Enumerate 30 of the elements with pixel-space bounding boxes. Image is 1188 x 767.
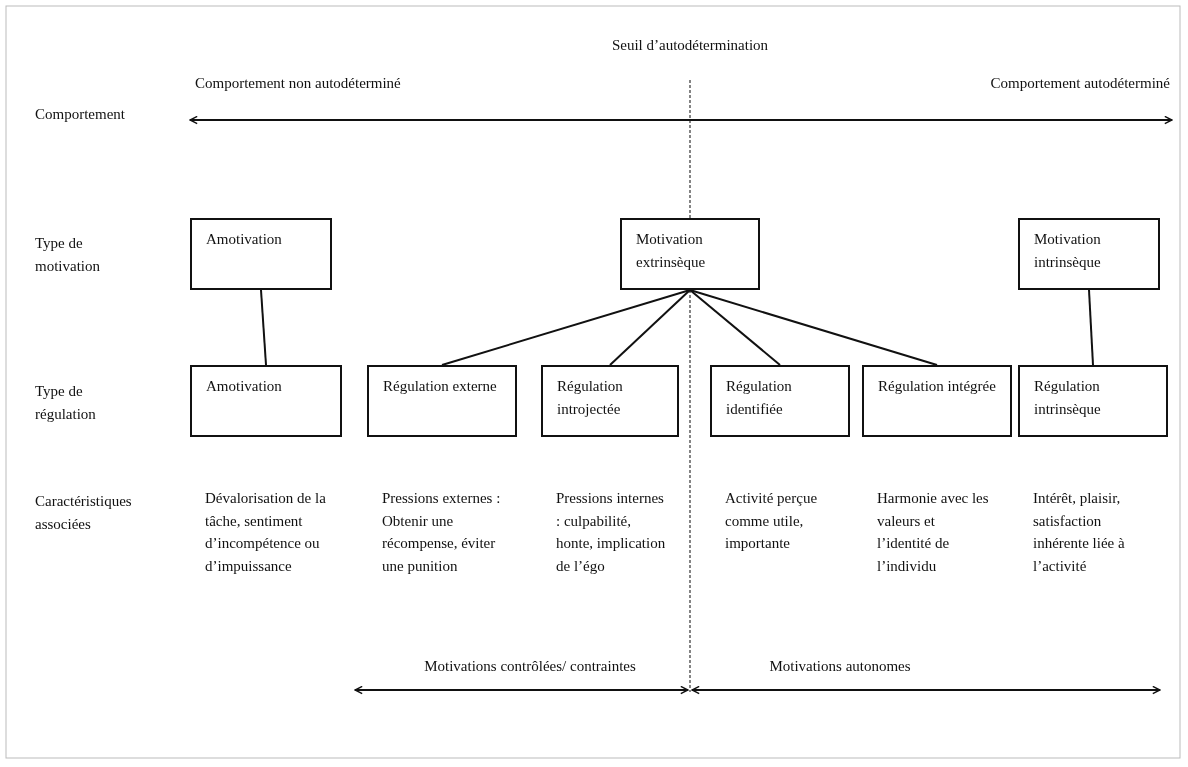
category-box: Motivation intrinsèque (1018, 218, 1160, 290)
category-box: Régulation introjectée (541, 365, 679, 437)
connector-line (689, 289, 781, 366)
category-box: Motivation extrinsèque (620, 218, 760, 290)
threshold-label: Seuil d’autodétermination (610, 36, 770, 55)
category-box: Amotivation (190, 365, 342, 437)
connector-line (689, 289, 938, 366)
row-label: Type de motivation (35, 234, 101, 276)
category-box: Régulation identifiée (710, 365, 850, 437)
category-box: Régulation externe (367, 365, 517, 437)
description-text: Pressions externes : Obtenir une récompense, éviter une punition (382, 489, 502, 576)
category-box: Amotivation (190, 218, 332, 290)
category-box: Régulation intégrée (862, 365, 1012, 437)
connector-line (441, 289, 691, 366)
category-box: Régulation intrinsèque (1018, 365, 1168, 437)
axis-label: Motivations contrôlées/ contraintes (423, 657, 637, 676)
description-text: Intérêt, plaisir, satisfaction inhérente liée à l’activité (1033, 489, 1126, 576)
axis-label: Comportement autodéterminé (989, 74, 1170, 93)
description-text: Activité perçue comme utile, importante (725, 489, 819, 553)
axis-label: Motivations autonomes (768, 657, 912, 676)
connector-line (609, 289, 691, 366)
description-text: Harmonie avec les valeurs et l’identité de l’individu (877, 489, 990, 576)
row-label: Caractéristiques associées (35, 492, 133, 534)
description-text: Dévalorisation de la tâche, sentiment d’incompétence ou d’impuissance (205, 489, 327, 576)
connector-line (260, 289, 267, 366)
row-label: Type de régulation (35, 382, 97, 424)
connector-line (1088, 289, 1094, 366)
description-text: Pressions internes : culpabilité, honte, implication de l’égo (556, 489, 667, 576)
row-label: Comportement (35, 105, 126, 124)
axis-label: Comportement non autodéterminé (195, 74, 402, 93)
